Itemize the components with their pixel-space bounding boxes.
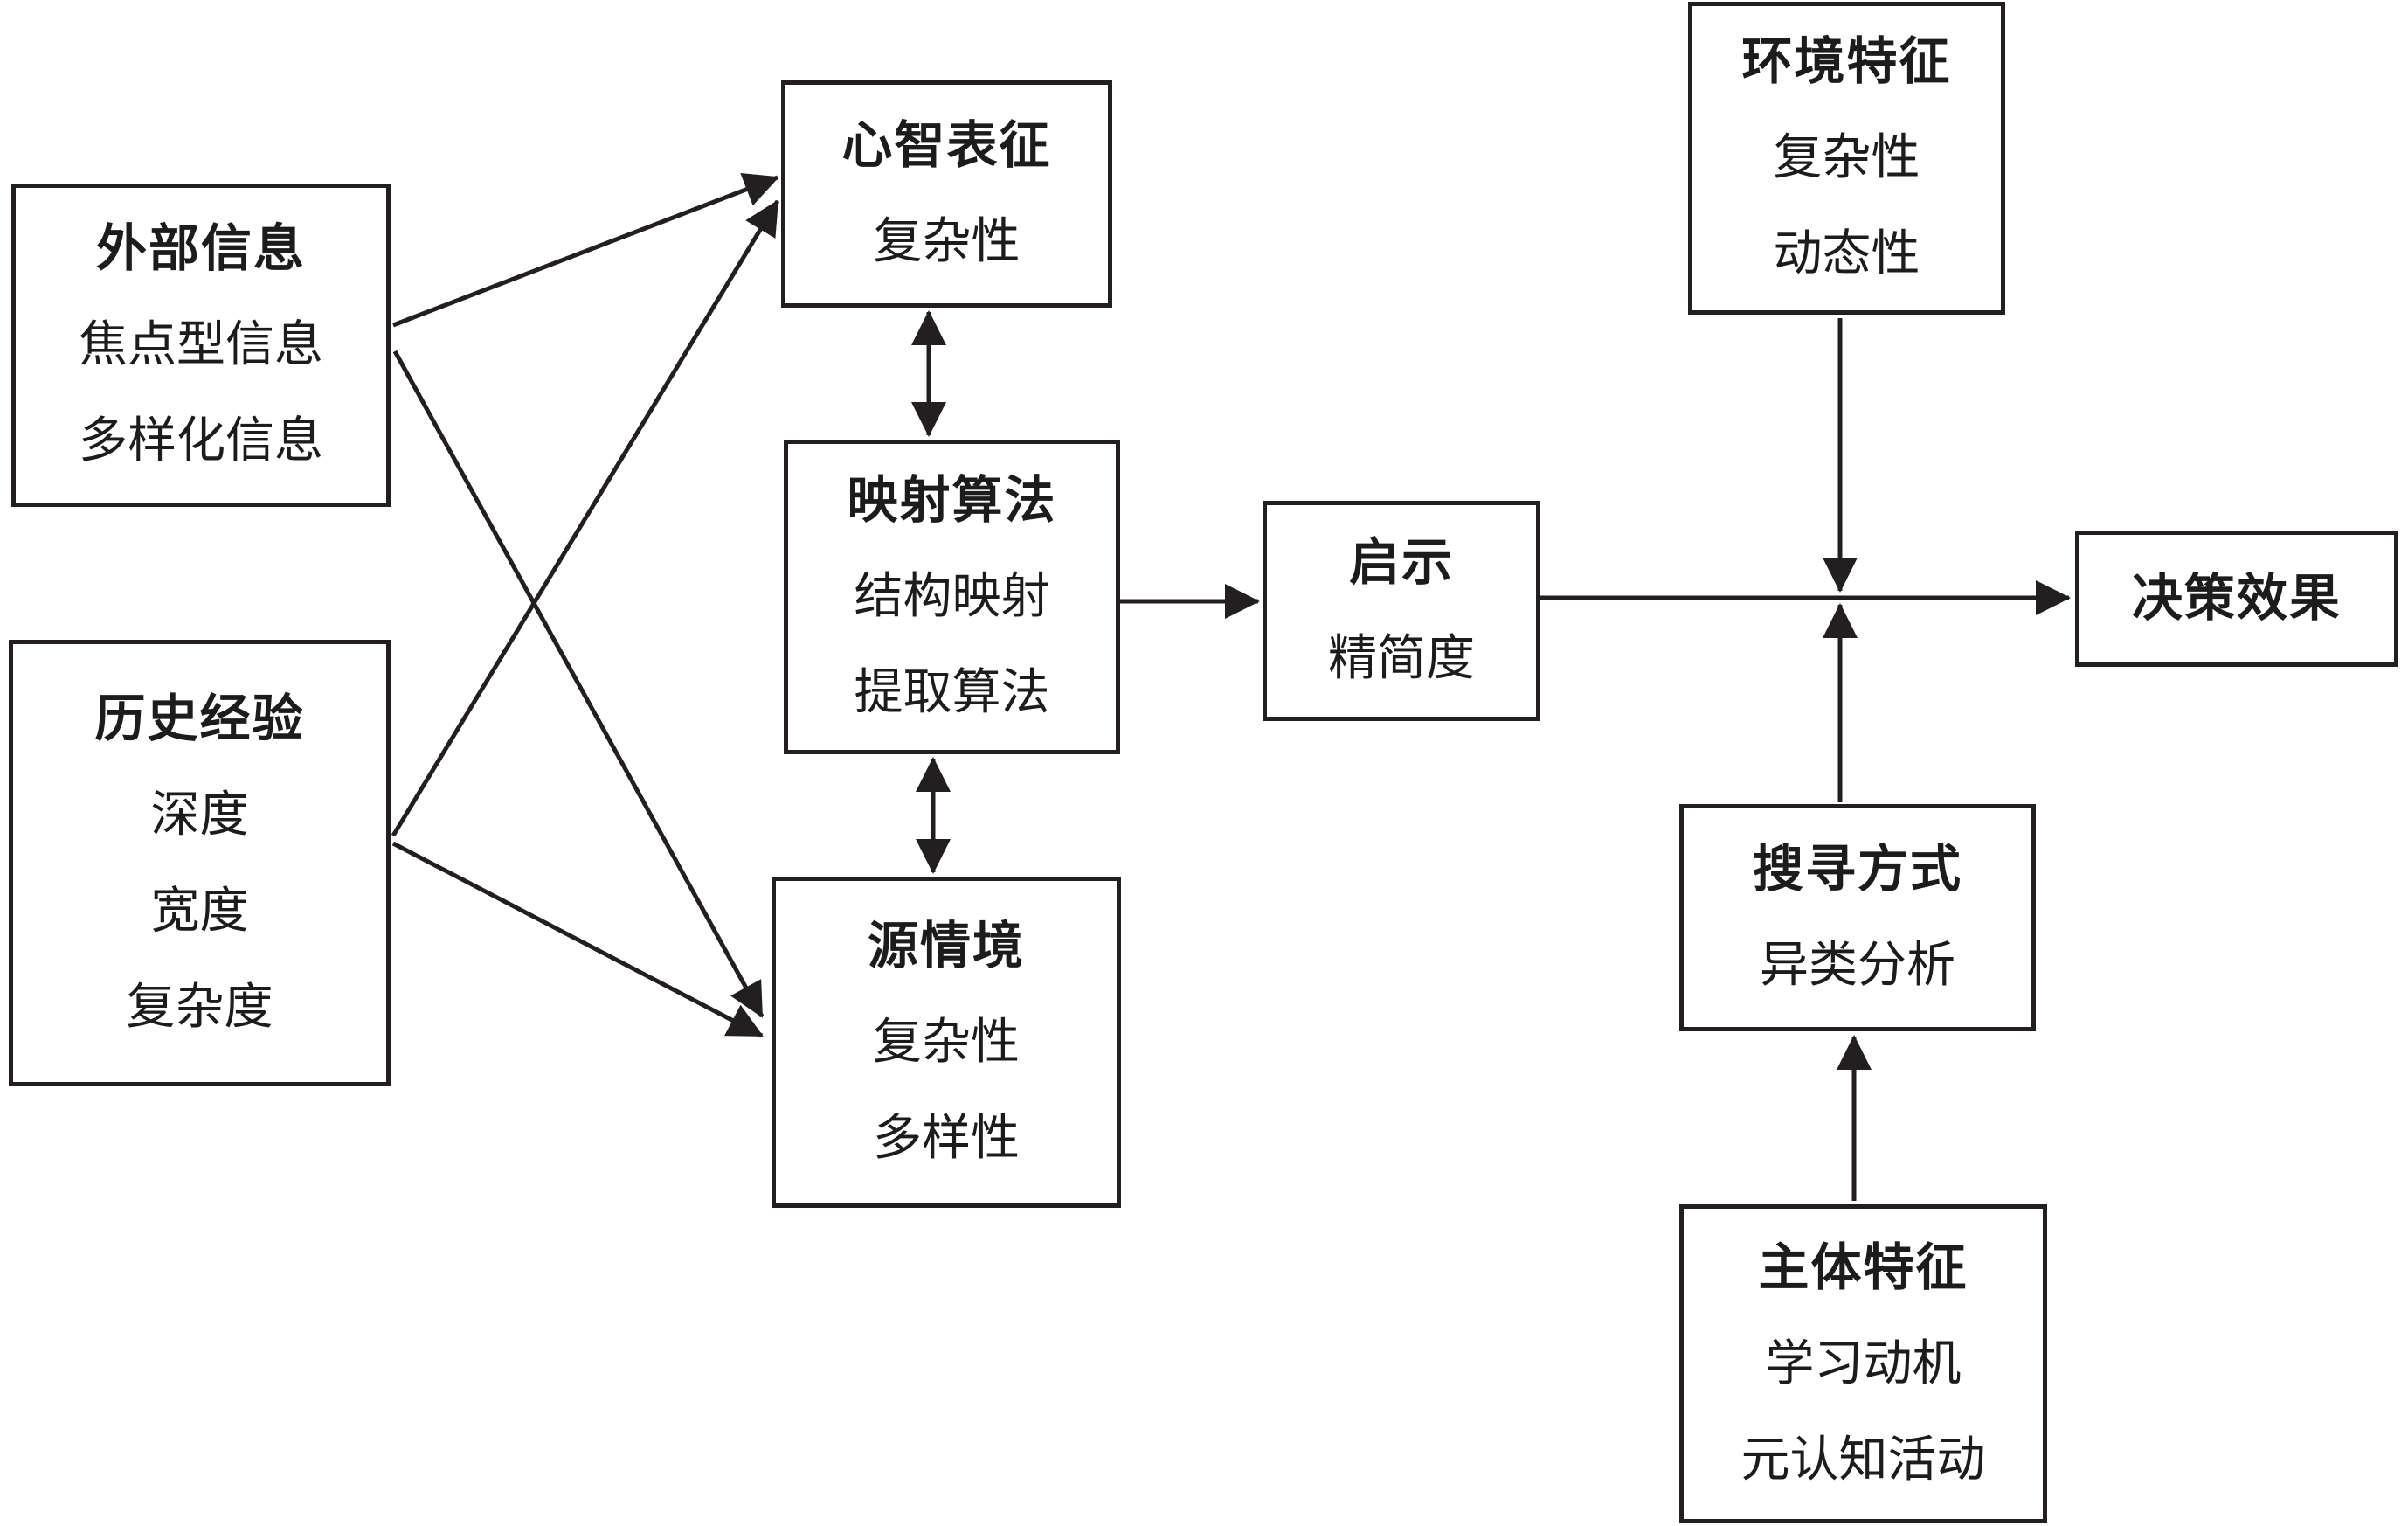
node-history-experience: 历史经验深度宽度复杂度 bbox=[9, 640, 391, 1086]
node-title-subject-features: 主体特征 bbox=[1758, 1238, 1969, 1296]
node-subline-mapping-algorithm-1: 提取算法 bbox=[854, 666, 1050, 720]
node-subline-history-experience-0: 深度 bbox=[150, 787, 249, 843]
node-mapping-algorithm: 映射算法结构映射提取算法 bbox=[784, 440, 1120, 754]
node-title-history-experience: 历史经验 bbox=[94, 690, 305, 747]
node-subline-environment-features-1: 动态性 bbox=[1773, 227, 1920, 281]
node-subline-history-experience-2: 复杂度 bbox=[126, 980, 273, 1035]
arrow-history-experience-to-source-context bbox=[391, 841, 764, 1038]
arrow-group bbox=[391, 172, 2071, 1201]
node-search-mode: 搜寻方式异类分析 bbox=[1679, 804, 2036, 1031]
node-subline-environment-features-0: 复杂性 bbox=[1773, 131, 1920, 185]
node-title-environment-features: 环境特征 bbox=[1741, 33, 1952, 90]
node-subline-mapping-algorithm-0: 结构映射 bbox=[854, 570, 1050, 624]
node-subline-subject-features-0: 学习动机 bbox=[1765, 1336, 1962, 1391]
node-title-decision-effect: 决策效果 bbox=[2131, 570, 2342, 627]
arrow-external-info-to-source-context bbox=[392, 350, 765, 1018]
node-title-search-mode: 搜寻方式 bbox=[1752, 841, 1962, 898]
node-mental-representation: 心智表征复杂性 bbox=[781, 80, 1112, 308]
node-title-heuristic: 启示 bbox=[1348, 534, 1454, 591]
node-external-info: 外部信息焦点型信息多样化信息 bbox=[11, 184, 391, 507]
node-subline-heuristic-0: 精简度 bbox=[1328, 632, 1475, 686]
node-subline-external-info-0: 焦点型信息 bbox=[79, 318, 323, 372]
node-heuristic: 启示精简度 bbox=[1263, 501, 1540, 721]
node-title-source-context: 源情境 bbox=[867, 917, 1025, 975]
node-subline-history-experience-1: 宽度 bbox=[150, 884, 249, 939]
node-subline-source-context-0: 复杂性 bbox=[873, 1015, 1020, 1070]
node-title-mental-representation: 心智表征 bbox=[841, 117, 1052, 174]
node-decision-effect: 决策效果 bbox=[2075, 531, 2398, 667]
node-source-context: 源情境复杂性多样性 bbox=[772, 877, 1121, 1208]
node-title-external-info: 外部信息 bbox=[95, 220, 306, 277]
node-subline-source-context-1: 多样性 bbox=[873, 1111, 1020, 1166]
arrow-external-info-to-mental-representation bbox=[392, 172, 779, 328]
node-subject-features: 主体特征学习动机元认知活动 bbox=[1679, 1204, 2047, 1523]
node-title-mapping-algorithm: 映射算法 bbox=[847, 472, 1057, 529]
arrow-history-experience-to-mental-representation bbox=[391, 199, 780, 837]
node-subline-subject-features-1: 元认知活动 bbox=[1740, 1432, 1986, 1488]
node-subline-external-info-1: 多样化信息 bbox=[79, 414, 323, 468]
node-subline-search-mode-0: 异类分析 bbox=[1760, 939, 1955, 993]
node-subline-mental-representation-0: 复杂性 bbox=[873, 215, 1021, 269]
node-environment-features: 环境特征复杂性动态性 bbox=[1688, 2, 2005, 315]
